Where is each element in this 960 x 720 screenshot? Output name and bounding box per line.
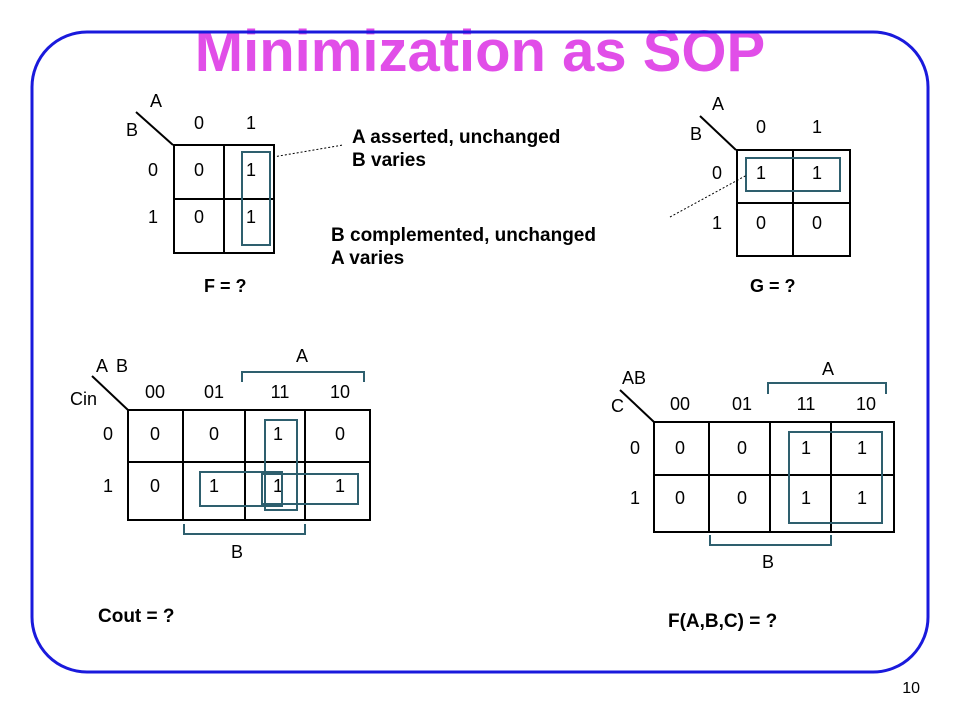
kmap-f-corner-diagonal	[135, 111, 174, 146]
kmap-cout-cell: 0	[150, 424, 160, 444]
kmap-cout-formula: Cout = ?	[98, 606, 175, 627]
annotation-g-line2: A varies	[331, 248, 404, 269]
kmap-cout-cell: 1	[273, 424, 283, 444]
kmap-cout-var-cin: Cin	[70, 389, 97, 409]
kmap-f-cell: 1	[246, 207, 256, 227]
kmap-cout-col-label: 01	[204, 382, 224, 402]
kmap-cout-corner-diagonal	[91, 375, 129, 411]
kmap-g-row-label: 0	[712, 163, 722, 183]
kmap-fabc-row-label: 1	[630, 488, 640, 508]
kmap-cout-grid-border	[127, 409, 371, 521]
kmap-cout-cell: 1	[335, 476, 345, 496]
kmap-f-group-loop	[241, 151, 271, 246]
kmap-g-formula: G = ?	[750, 276, 796, 296]
kmap-fabc-corner-diagonal	[619, 389, 655, 423]
kmap-fabc-bracket-a-label: A	[822, 359, 834, 379]
kmap-f-var-a: A	[150, 91, 162, 111]
kmap-fabc-col-label: 01	[732, 394, 752, 414]
kmap-cout-col-label: 11	[271, 382, 290, 402]
kmap-cout-cell: 0	[209, 424, 219, 444]
kmap-g: A B 0 1 0 1 1 1 0 0 G = ?	[690, 94, 851, 296]
kmap-fabc-col-label: 11	[797, 394, 816, 414]
annotation-f-line1: A asserted, unchanged	[352, 127, 560, 148]
kmap-fabc-var-c: C	[611, 396, 624, 416]
kmap-fabc-formula: F(A,B,C) = ?	[668, 611, 777, 632]
kmap-fabc-var-ab: AB	[622, 368, 646, 388]
kmap-g-cell: 1	[812, 163, 822, 183]
kmap-g-row-label: 1	[712, 213, 722, 233]
kmap-f-formula: F = ?	[204, 276, 247, 296]
kmap-fabc-group-loop	[788, 431, 883, 524]
slide-frame	[30, 30, 930, 674]
kmap-fabc-row-label: 0	[630, 438, 640, 458]
kmap-cout-bracket-a-label: A	[296, 346, 308, 366]
kmap-g-var-b: B	[690, 124, 702, 144]
kmap-cout-col-label: 10	[330, 382, 350, 402]
kmap-g-var-a: A	[712, 94, 724, 114]
slide-title: Minimization as SOP	[194, 19, 766, 84]
annotation-g-line1: B complemented, unchanged	[331, 225, 596, 246]
kmap-cout-cell: 1	[209, 476, 219, 496]
kmap-fabc-cell: 1	[857, 438, 867, 458]
kmap-f-col-label: 1	[246, 113, 256, 133]
kmap-f-cell: 0	[194, 207, 204, 227]
kmap-cout-var-b: B	[116, 356, 128, 376]
kmap-cout-cell: 1	[273, 476, 283, 496]
kmap-g-cell: 0	[756, 213, 766, 233]
kmap-fabc-bracket-b	[709, 535, 832, 546]
kmap-f-var-b: B	[126, 120, 138, 140]
kmap-cout-cell: 0	[150, 476, 160, 496]
kmap-fabc-cell: 0	[737, 488, 747, 508]
kmap-cout-bracket-a	[241, 371, 365, 382]
annotation-f-leader	[272, 144, 344, 158]
kmap-fabc-cell: 0	[737, 438, 747, 458]
annotation-g-leader	[669, 174, 748, 218]
kmap-g-col-label: 1	[812, 117, 822, 137]
kmap-fabc-bracket-b-label: B	[762, 552, 774, 572]
kmap-cout: A B Cin 00 01 11 10 0 1 0 0 1 0 0 1 1 1 …	[70, 346, 371, 627]
kmap-fabc-grid-border	[653, 421, 895, 533]
kmap-f-row-label: 0	[148, 160, 158, 180]
kmap-fabc-cell: 0	[675, 488, 685, 508]
kmap-fabc-col-label: 10	[856, 394, 876, 414]
kmap-fabc-cell: 1	[801, 438, 811, 458]
kmap-cout-group-loop	[261, 473, 359, 505]
kmap-fabc-cell: 0	[675, 438, 685, 458]
kmap-cout-bracket-b-label: B	[231, 542, 243, 562]
kmap-cout-var-a: A	[96, 356, 108, 376]
kmap-fabc: AB C 00 01 11 10 0 1 0 0 1 1 0 0 1 1 A B…	[611, 359, 895, 632]
kmap-f-col-label: 0	[194, 113, 204, 133]
kmap-g-group-loop	[745, 157, 841, 192]
kmap-cout-row-label: 0	[103, 424, 113, 444]
kmap-cout-bracket-b	[183, 524, 306, 535]
kmap-g-cell: 0	[812, 213, 822, 233]
kmap-fabc-col-label: 00	[670, 394, 690, 414]
kmap-fabc-cell: 1	[857, 488, 867, 508]
annotation-f-line2: B varies	[352, 150, 426, 171]
kmap-f-row-label: 1	[148, 207, 158, 227]
kmap-g-corner-diagonal	[699, 115, 737, 151]
kmap-g-col-label: 0	[756, 117, 766, 137]
kmap-cout-col-label: 00	[145, 382, 165, 402]
kmap-cout-group-loop	[199, 471, 283, 507]
kmap-cout-group-loop	[264, 419, 298, 511]
kmap-f-cell: 1	[246, 160, 256, 180]
kmap-fabc-bracket-a	[767, 382, 887, 394]
kmap-cout-row-label: 1	[103, 476, 113, 496]
kmap-f: A B 0 1 0 1 0 1 0 1 F = ?	[126, 91, 275, 296]
page-number: 10	[902, 680, 920, 697]
kmap-f-cell: 0	[194, 160, 204, 180]
kmap-cout-cell: 0	[335, 424, 345, 444]
kmap-g-cell: 1	[756, 163, 766, 183]
kmap-fabc-cell: 1	[801, 488, 811, 508]
